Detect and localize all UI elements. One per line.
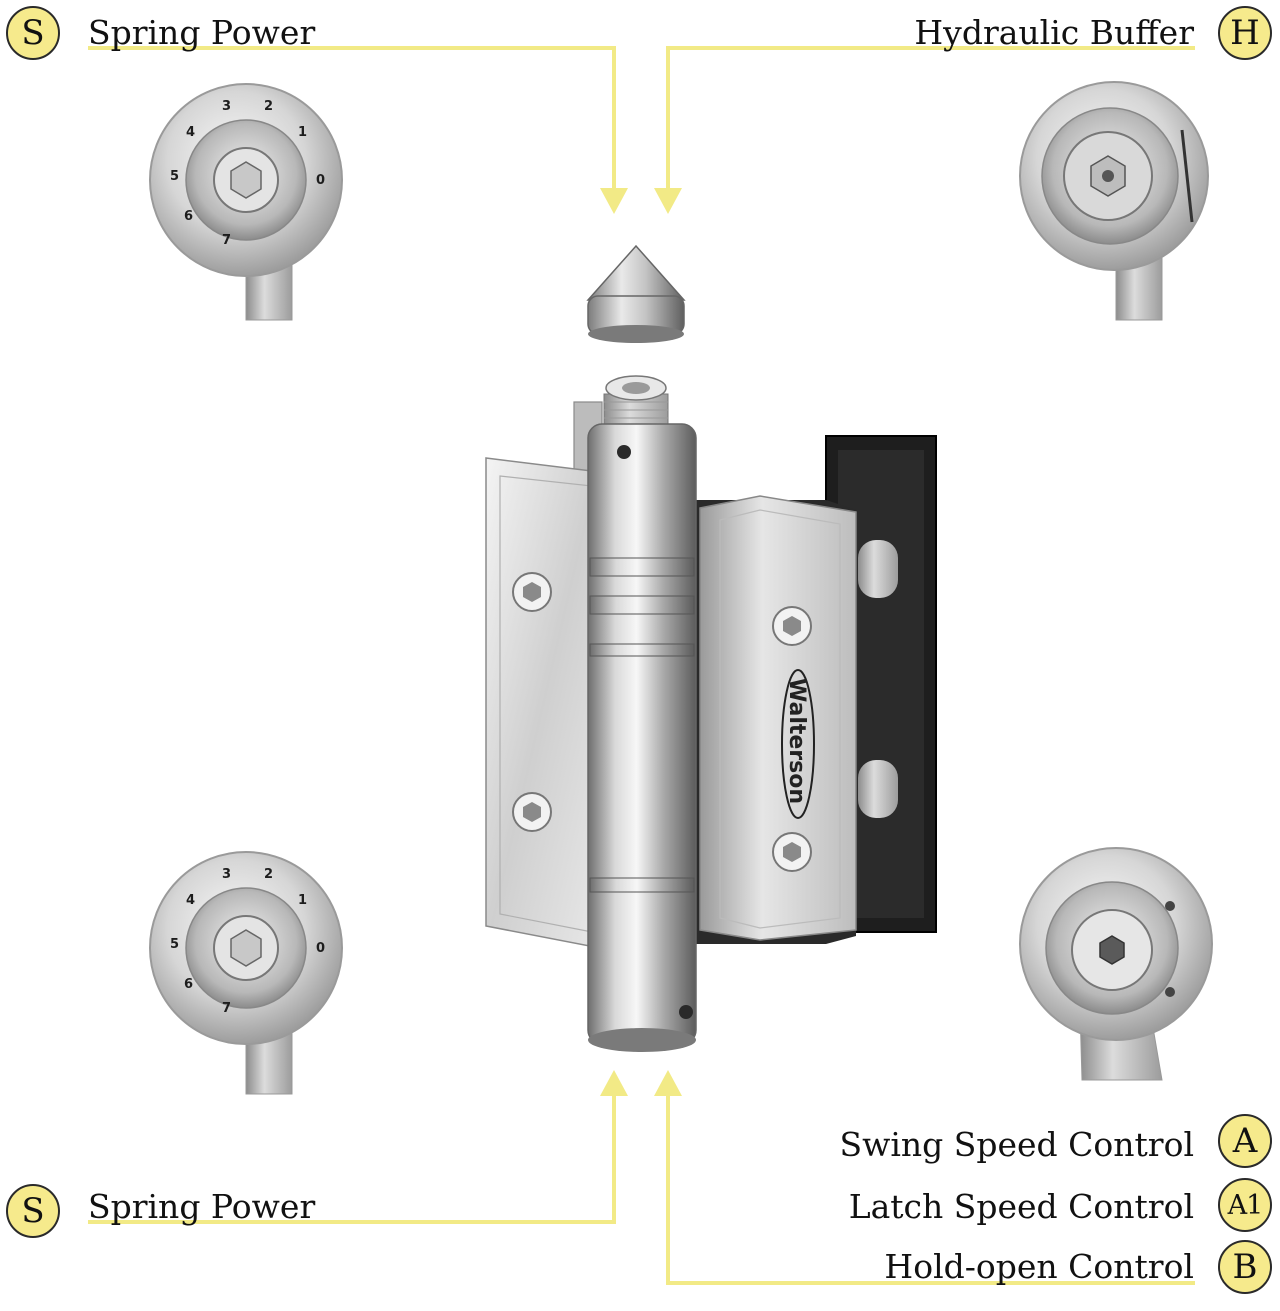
leader-arrowheads xyxy=(600,188,682,1096)
arrow-up-left xyxy=(600,1070,628,1096)
dial-tl-num-2: 2 xyxy=(264,99,273,114)
brand-logo-text: Walterson xyxy=(784,678,809,804)
leader-line-bottom-right xyxy=(666,1092,1195,1285)
dial-bl-num-5: 5 xyxy=(170,937,179,952)
left-hinge-leaf xyxy=(485,401,603,949)
badge-spring-power-top: S xyxy=(6,6,60,60)
badge-hold-open-control: B xyxy=(1218,1240,1272,1294)
dial-tl-num-6: 6 xyxy=(184,209,193,224)
speed-control-valve xyxy=(1019,847,1213,1081)
label-latch-speed-control: Latch Speed Control xyxy=(848,1187,1194,1226)
screw-left-top xyxy=(512,572,552,612)
dial-tl-num-4: 4 xyxy=(186,125,195,140)
leader-lines xyxy=(88,46,1195,1285)
arrow-up-right xyxy=(654,1070,682,1096)
label-hydraulic-buffer: Hydraulic Buffer xyxy=(914,13,1194,52)
arrow-down-left xyxy=(600,188,628,214)
badge-latch-speed-control: A1 xyxy=(1218,1178,1272,1232)
hydraulic-buffer-valve xyxy=(1019,81,1209,321)
label-spring-power-bottom: Spring Power xyxy=(88,1187,316,1226)
brand-logo: Walterson xyxy=(781,669,815,819)
leader-line-top-right xyxy=(666,46,1195,192)
leader-line-bottom-left xyxy=(88,1092,616,1224)
badge-swing-speed-control: A xyxy=(1218,1114,1272,1168)
right-hinge-leaf xyxy=(696,495,857,944)
hinge-barrel xyxy=(587,375,697,1052)
dial-bl-num-2: 2 xyxy=(264,867,273,882)
hinge-screws xyxy=(512,572,812,872)
leader-line-top-left xyxy=(88,46,616,192)
dial-tl-num-1: 1 xyxy=(298,125,307,140)
hinge-cap xyxy=(586,244,686,343)
screw-left-bottom xyxy=(512,792,552,832)
screw-right-bottom xyxy=(772,832,812,872)
dial-tl-num-0: 0 xyxy=(316,173,325,188)
dial-bl-num-6: 6 xyxy=(184,977,193,992)
spring-dial-top-left: 0 1 2 3 4 5 6 7 xyxy=(149,83,343,321)
screw-right-top xyxy=(772,606,812,646)
label-hold-open-control: Hold-open Control xyxy=(884,1247,1194,1286)
dial-bl-num-3: 3 xyxy=(222,867,231,882)
dial-tl-num-5: 5 xyxy=(170,169,179,184)
dial-tl-num-3: 3 xyxy=(222,99,231,114)
dial-tl-num-7: 7 xyxy=(222,233,231,248)
arrow-down-right xyxy=(654,188,682,214)
dial-bl-num-4: 4 xyxy=(186,893,195,908)
label-spring-power-top: Spring Power xyxy=(88,13,316,52)
badge-hydraulic-buffer: H xyxy=(1218,6,1272,60)
dial-bl-num-0: 0 xyxy=(316,941,325,956)
spring-dial-bottom-left: 0 1 2 3 4 5 6 7 xyxy=(149,851,343,1095)
badge-spring-power-bottom: S xyxy=(6,1184,60,1238)
dial-bl-num-7: 7 xyxy=(222,1001,231,1016)
dial-bl-num-1: 1 xyxy=(298,893,307,908)
label-swing-speed-control: Swing Speed Control xyxy=(839,1125,1194,1164)
